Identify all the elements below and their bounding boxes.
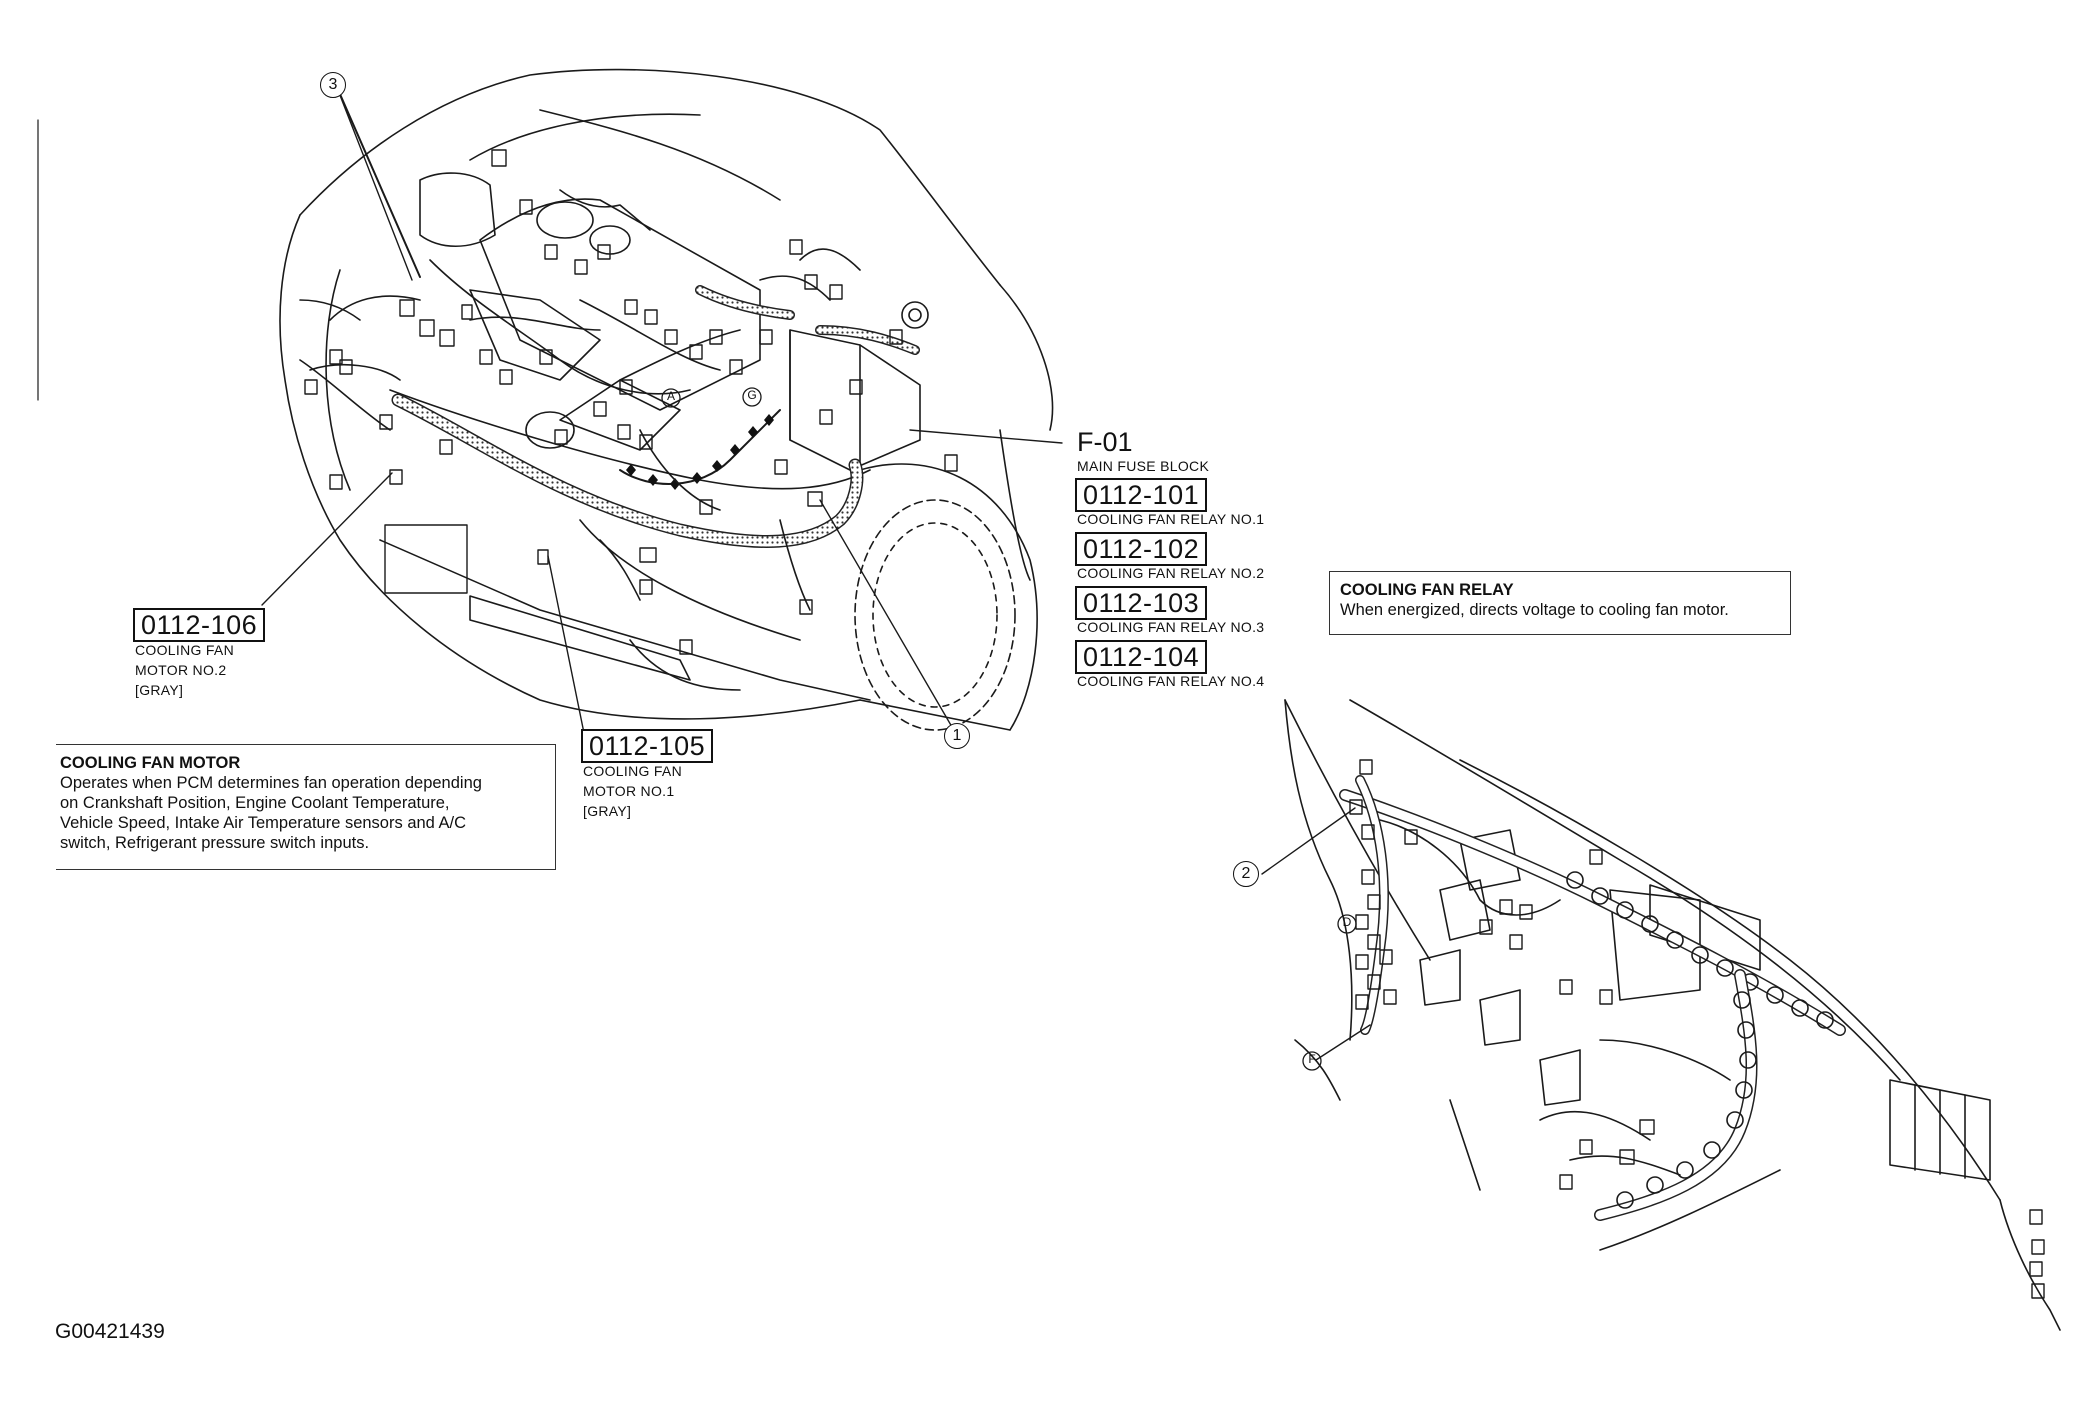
cooling-fan-motor-line-1: Operates when PCM determines fan operati… <box>60 774 482 792</box>
motor2-line1: COOLING FAN <box>135 642 234 658</box>
dashboard-drawing <box>1284 699 2061 1331</box>
marker-d: D <box>1342 915 1352 929</box>
motor2-line3: [GRAY] <box>135 682 184 698</box>
motor1-line3: [GRAY] <box>583 803 632 819</box>
relay-code-2: 0112-102 <box>1075 532 1208 566</box>
marker-g-circle <box>742 387 762 407</box>
marker-d-circle <box>1337 914 1357 934</box>
cooling-fan-relay-title: COOLING FAN RELAY <box>1340 581 1514 599</box>
cooling-fan-motor-line-3: Vehicle Speed, Intake Air Temperature se… <box>60 814 467 832</box>
cooling-fan-motor-title: COOLING FAN MOTOR <box>60 754 241 772</box>
relay-name-2: COOLING FAN RELAY NO.2 <box>1077 565 1265 581</box>
callout-3: 3 <box>320 72 346 98</box>
fuse-block-name: MAIN FUSE BLOCK <box>1077 458 1210 474</box>
cooling-fan-motor-line-4: switch, Refrigerant pressure switch inpu… <box>60 834 370 852</box>
cooling-fan-relay-box: COOLING FAN RELAY When energized, direct… <box>1329 571 1791 635</box>
motor1-line2: MOTOR NO.1 <box>583 783 675 799</box>
relay-code-4: 0112-104 <box>1075 640 1208 674</box>
relay-code-3: 0112-103 <box>1075 586 1208 620</box>
marker-a-circle <box>661 388 681 408</box>
relay-name-1: COOLING FAN RELAY NO.1 <box>1077 511 1265 527</box>
relay-name-3: COOLING FAN RELAY NO.3 <box>1077 619 1265 635</box>
marker-a: A <box>666 389 675 403</box>
motor1-code: 0112-105 <box>581 729 714 763</box>
marker-g: G <box>747 388 757 402</box>
cooling-fan-motor-line-2: on Crankshaft Position, Engine Coolant T… <box>60 794 450 812</box>
marker-f-circle <box>1302 1051 1322 1071</box>
motor2-code: 0112-106 <box>133 608 266 642</box>
callout-2: 2 <box>1233 861 1259 887</box>
relay-code-1: 0112-101 <box>1075 478 1208 512</box>
figure-id: G00421439 <box>55 1320 165 1343</box>
motor1-line1: COOLING FAN <box>583 763 682 779</box>
cooling-fan-relay-text: When energized, directs voltage to cooli… <box>1340 601 1729 619</box>
cooling-fan-motor-box: COOLING FAN MOTOR Operates when PCM dete… <box>56 744 556 870</box>
callout-1: 1 <box>944 723 970 749</box>
relay-name-4: COOLING FAN RELAY NO.4 <box>1077 673 1265 689</box>
fuse-block-code: F-01 <box>1077 427 1133 457</box>
marker-f: F <box>1308 1052 1316 1066</box>
motor2-line2: MOTOR NO.2 <box>135 662 227 678</box>
